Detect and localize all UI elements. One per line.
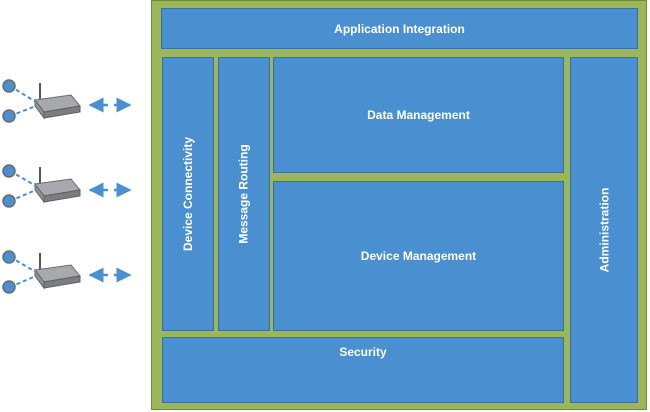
- sensor-node-icon: [2, 79, 16, 93]
- sensor-link: [9, 189, 37, 202]
- administration-block: Administration: [570, 57, 638, 403]
- security-label: Security: [339, 345, 387, 359]
- device-group-2: [2, 164, 132, 208]
- sensor-link: [9, 85, 37, 103]
- application-integration-block: Application Integration: [161, 8, 638, 49]
- sensor-node-icon: [2, 109, 16, 123]
- data-management-block: Data Management: [273, 57, 564, 173]
- sensor-node-icon: [2, 250, 16, 264]
- sensor-link: [9, 275, 37, 288]
- security-block: Security: [162, 337, 564, 403]
- device-cluster: [2, 79, 132, 294]
- sensor-node-icon: [2, 194, 16, 208]
- device-management-label: Device Management: [360, 249, 477, 263]
- sensor-link: [9, 105, 37, 117]
- sensor-node-icon: [2, 280, 16, 294]
- application-integration-label: Application Integration: [334, 21, 465, 36]
- message-routing-block: Message Routing: [218, 57, 270, 331]
- device-connectivity-label: Device Connectivity: [181, 136, 196, 252]
- administration-label: Administration: [597, 187, 612, 273]
- sensor-node-icon: [2, 164, 16, 178]
- device-group-1: [2, 79, 132, 123]
- data-management-label: Data Management: [367, 108, 470, 122]
- device-group-3: [2, 250, 132, 294]
- message-routing-label: Message Routing: [237, 144, 252, 244]
- device-connectivity-block: Device Connectivity: [162, 57, 214, 331]
- device-management-block: Device Management: [273, 181, 564, 331]
- sensor-link: [9, 256, 37, 273]
- router-icon: [34, 167, 81, 204]
- sensor-link: [9, 170, 37, 187]
- router-icon: [34, 83, 81, 120]
- router-icon: [34, 253, 81, 290]
- architecture-frame: Application Integration Device Connectiv…: [151, 0, 647, 410]
